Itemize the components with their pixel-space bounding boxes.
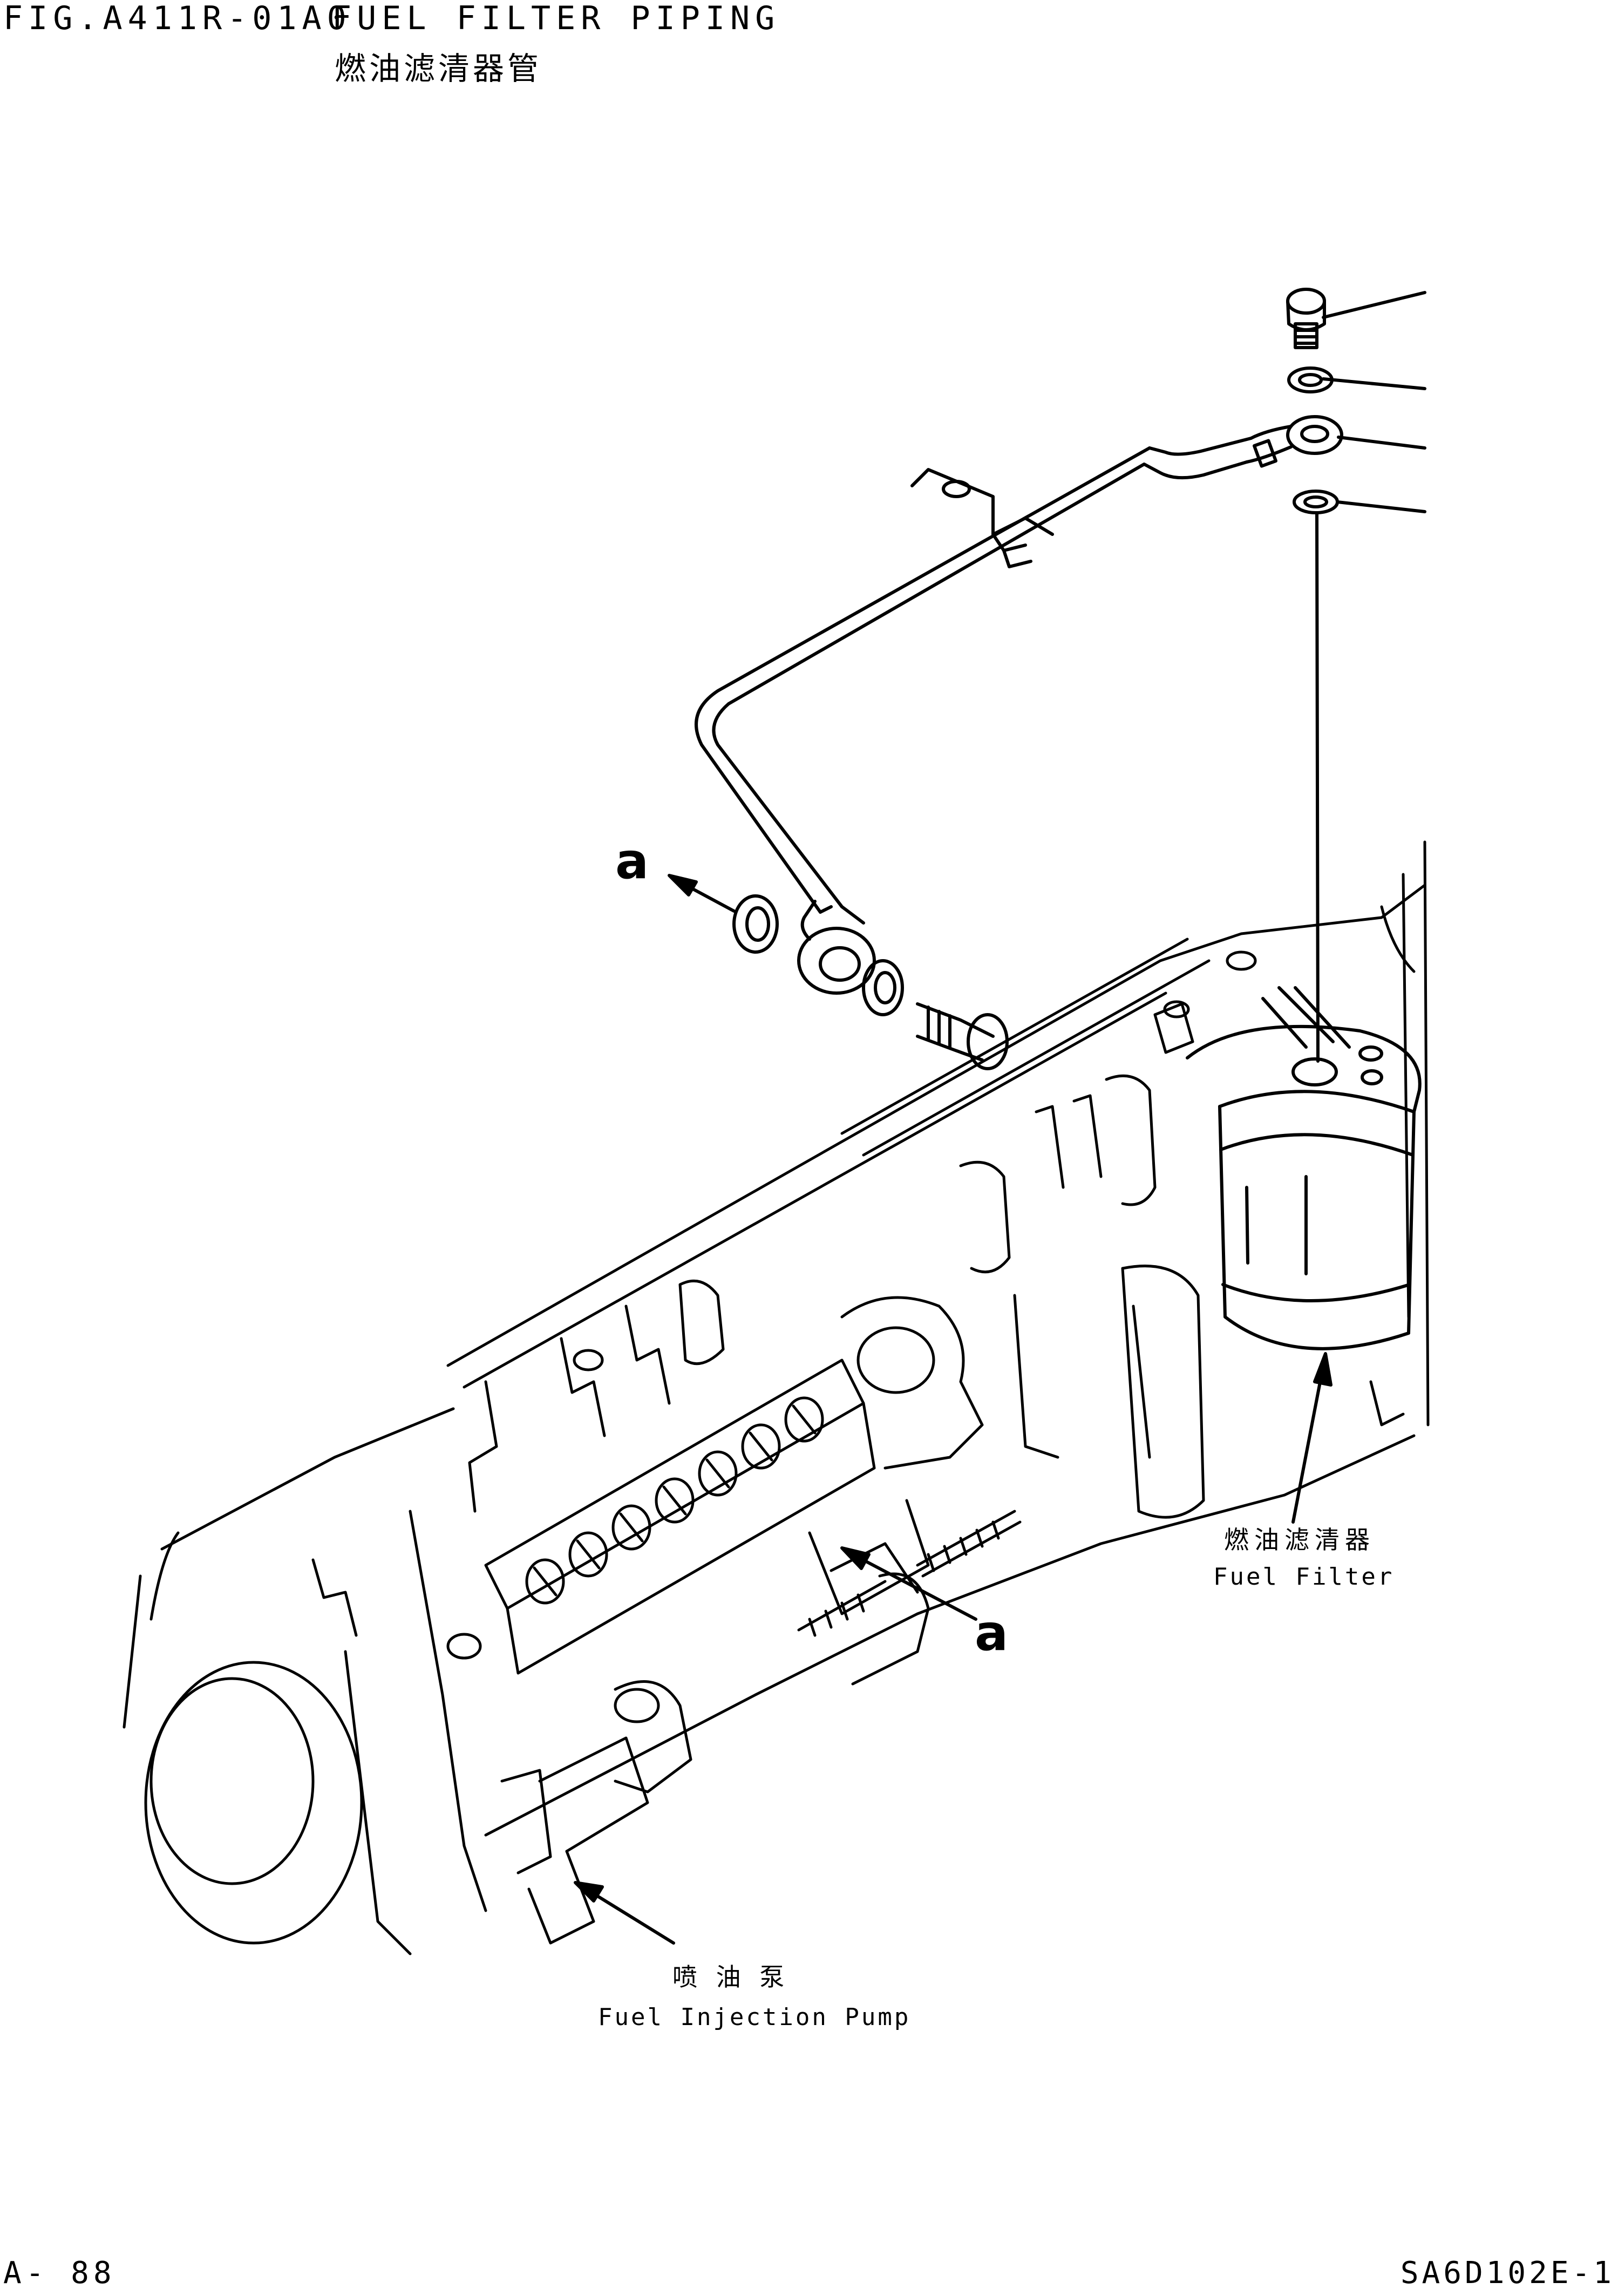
fuel-injection-pump: [446, 1296, 1022, 1945]
pipe-clamp-bracket: [910, 468, 1054, 568]
injection-pump-label-chinese: 喷 油 泵: [672, 1962, 790, 1992]
fuel-filter-body: [1186, 986, 1422, 1350]
injection-pump-label: Fuel Injection Pump: [598, 2003, 911, 2031]
page-number: A- 88: [3, 2256, 116, 2291]
model-code: SA6D102E-1: [1400, 2256, 1615, 2291]
engine-block: [123, 840, 1430, 1955]
washer-left: [732, 894, 779, 954]
fuel-filter-label: Fuel Filter: [1213, 1563, 1395, 1591]
arrow-to-mark-a-upper: [668, 874, 736, 913]
fuel-pipe: [695, 415, 1343, 914]
washer-upper: [1287, 366, 1334, 393]
banjo-eye-lower: [797, 900, 876, 995]
arrow-to-injection-pump: [574, 1881, 675, 1945]
washer-right: [862, 959, 904, 1016]
figure-title: FUEL FILTER PIPING: [332, 0, 780, 37]
arrow-to-mark-a-lower: [840, 1546, 977, 1621]
washer-lower: [1293, 490, 1339, 514]
mark-a-upper: a: [615, 832, 649, 890]
filter-mount-leader: [1315, 512, 1320, 1063]
fuel-filter-label-chinese: 燃油滤清器: [1224, 1525, 1375, 1554]
arrow-to-fuel-filter: [1291, 1352, 1333, 1524]
banjo-bolt-lower: [916, 1002, 1009, 1070]
figure-number: FIG.A411R-01A0: [3, 0, 352, 37]
figure-title-chinese: 燃油滤清器管: [335, 50, 542, 87]
mark-a-lower: a: [975, 1604, 1009, 1662]
banjo-bolt-top: [1286, 288, 1326, 349]
part-leader-lines: [1322, 291, 1426, 513]
